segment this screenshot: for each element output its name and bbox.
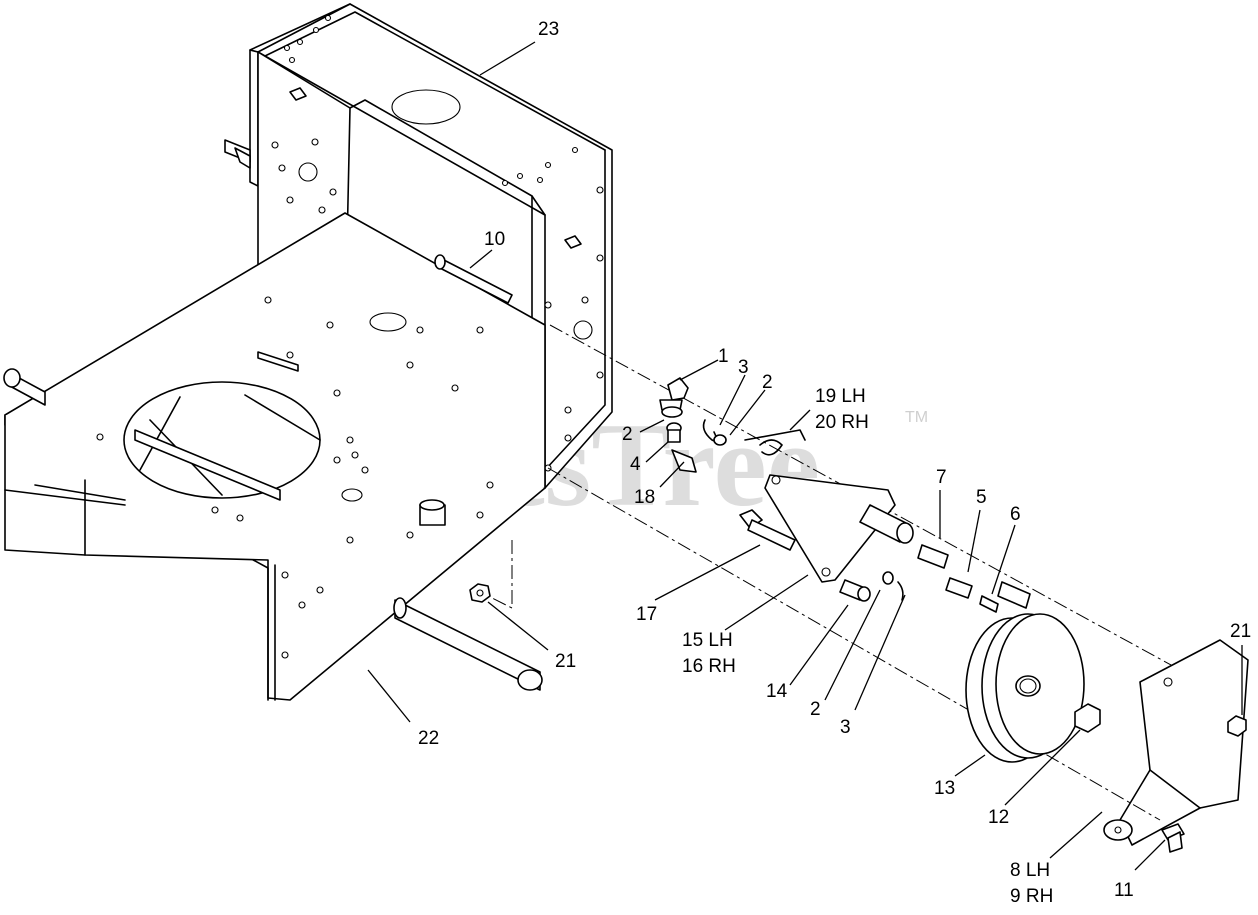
callout-9-rh: 9 RH (1010, 886, 1053, 907)
callout-18: 18 (634, 487, 655, 508)
callout-19-lh: 19 LH (815, 386, 866, 407)
spring-clip-hardware (702, 419, 806, 456)
bushings (839, 544, 1031, 613)
callout-1: 1 (718, 346, 729, 367)
callout-8-lh: 8 LH (1010, 860, 1050, 881)
callout-16-rh: 16 RH (682, 656, 736, 677)
callout-20-rh: 20 RH (815, 412, 869, 433)
leader-lines (367, 41, 1243, 871)
callout-4: 4 (630, 454, 641, 475)
callout-12: 12 (988, 807, 1009, 828)
callout-2a: 2 (622, 424, 633, 445)
bolt-11 (1161, 823, 1185, 853)
nut-21-left (469, 583, 491, 603)
callout-3b: 3 (840, 717, 851, 738)
nut-21-right (1227, 715, 1247, 737)
callout-13: 13 (934, 778, 955, 799)
idler-arm (764, 474, 914, 583)
callout-11: 11 (1114, 880, 1134, 901)
callout-5: 5 (976, 487, 987, 508)
callout-7: 7 (936, 467, 947, 488)
rod-10 (434, 254, 513, 304)
lower-frame (3, 212, 546, 701)
nut-12 (1074, 703, 1101, 733)
callout-21-right: 21 (1230, 621, 1251, 642)
callout-3a: 3 (738, 357, 749, 378)
callout-22: 22 (418, 728, 439, 749)
callout-2c: 2 (810, 699, 821, 720)
callout-21-left: 21 (555, 651, 576, 672)
callout-23: 23 (538, 19, 559, 40)
bracket-8-9 (1103, 639, 1249, 846)
pulley-13 (965, 613, 1085, 763)
callout-2b: 2 (762, 372, 773, 393)
callout-17: 17 (636, 604, 657, 625)
watermark-trademark: TM (905, 409, 928, 426)
hardware-stack (659, 377, 697, 473)
centerline-bolt (479, 540, 513, 609)
centerline-upper (549, 324, 1236, 701)
callout-15-lh: 15 LH (682, 630, 733, 651)
callout-6: 6 (1010, 504, 1021, 525)
bolt-17 (739, 509, 796, 551)
callout-labels: 1 2 2 2 3 3 4 5 6 7 8 LH 9 RH 10 11 12 1… (418, 19, 1251, 907)
callout-10: 10 (484, 229, 505, 250)
centerline-lower (547, 467, 1161, 821)
callout-14: 14 (766, 681, 788, 702)
